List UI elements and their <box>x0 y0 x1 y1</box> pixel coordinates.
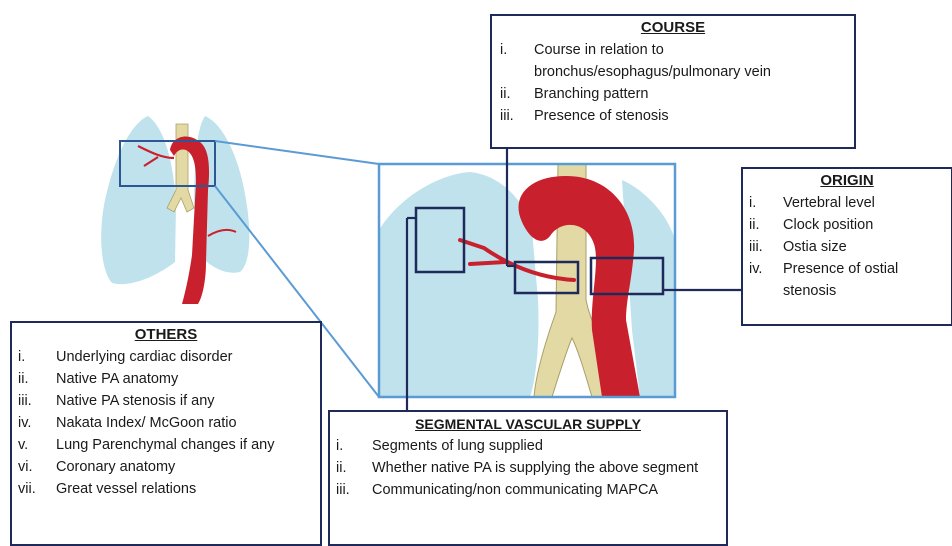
list-item-number: v. <box>18 434 56 456</box>
list-item-text: Coronary anatomy <box>56 456 310 478</box>
list-item-text: Course in relation to bronchus/esophagus… <box>534 39 848 83</box>
list-item-number: vii. <box>18 478 56 500</box>
list-item-number: iv. <box>749 258 783 302</box>
list-item-text: Clock position <box>783 214 945 236</box>
list-item: i.Course in relation to bronchus/esophag… <box>500 39 848 83</box>
list-item-number: i. <box>336 435 372 457</box>
list-item: ii.Whether native PA is supplying the ab… <box>336 457 718 479</box>
list-item-number: iii. <box>18 390 56 412</box>
list-item: iii.Ostia size <box>749 236 945 258</box>
list-item-number: i. <box>500 39 534 83</box>
list-item: ii.Native PA anatomy <box>18 368 310 390</box>
list-item-number: ii. <box>18 368 56 390</box>
list-item: iv.Nakata Index/ McGoon ratio <box>18 412 310 434</box>
list-item-number: iv. <box>18 412 56 434</box>
list-item-text: Nakata Index/ McGoon ratio <box>56 412 310 434</box>
list-item-text: Lung Parenchymal changes if any <box>56 434 310 456</box>
list-item: vi.Coronary anatomy <box>18 456 310 478</box>
list-item-text: Native PA anatomy <box>56 368 310 390</box>
course-box: COURSE i.Course in relation to bronchus/… <box>490 14 856 149</box>
list-item: i.Segments of lung supplied <box>336 435 718 457</box>
list-item-text: Whether native PA is supplying the above… <box>372 457 718 479</box>
list-item-number: iii. <box>749 236 783 258</box>
list-item: vii.Great vessel relations <box>18 478 310 500</box>
course-title: COURSE <box>492 19 854 37</box>
list-item-number: iii. <box>500 105 534 127</box>
list-item-text: Vertebral level <box>783 192 945 214</box>
segmental-box: SEGMENTAL VASCULAR SUPPLY i.Segments of … <box>328 410 728 546</box>
list-item: ii.Branching pattern <box>500 83 848 105</box>
list-item-text: Branching pattern <box>534 83 848 105</box>
list-item-number: i. <box>749 192 783 214</box>
list-item: iv.Presence of ostial stenosis <box>749 258 945 302</box>
list-item-number: ii. <box>500 83 534 105</box>
list-item: iii.Communicating/non communicating MAPC… <box>336 479 718 501</box>
list-item-text: Native PA stenosis if any <box>56 390 310 412</box>
list-item-text: Presence of stenosis <box>534 105 848 127</box>
list-item: i.Vertebral level <box>749 192 945 214</box>
list-item-text: Ostia size <box>783 236 945 258</box>
list-item-number: ii. <box>749 214 783 236</box>
list-item: i.Underlying cardiac disorder <box>18 346 310 368</box>
others-title: OTHERS <box>12 326 320 344</box>
list-item-number: ii. <box>336 457 372 479</box>
list-item: v.Lung Parenchymal changes if any <box>18 434 310 456</box>
overview-lungs <box>101 116 249 304</box>
origin-title: ORIGIN <box>743 172 951 190</box>
list-item-text: Underlying cardiac disorder <box>56 346 310 368</box>
zoomed-view <box>379 164 675 397</box>
list-item-number: vi. <box>18 456 56 478</box>
list-item-text: Segments of lung supplied <box>372 435 718 457</box>
list-item-text: Presence of ostial stenosis <box>783 258 945 302</box>
list-item-text: Great vessel relations <box>56 478 310 500</box>
list-item-number: i. <box>18 346 56 368</box>
course-list: i.Course in relation to bronchus/esophag… <box>492 39 854 127</box>
list-item-text: Communicating/non communicating MAPCA <box>372 479 718 501</box>
list-item-number: iii. <box>336 479 372 501</box>
list-item: ii.Clock position <box>749 214 945 236</box>
list-item: iii.Presence of stenosis <box>500 105 848 127</box>
zoom-line-top <box>215 141 379 164</box>
segmental-title: SEGMENTAL VASCULAR SUPPLY <box>330 415 726 433</box>
list-item: iii.Native PA stenosis if any <box>18 390 310 412</box>
